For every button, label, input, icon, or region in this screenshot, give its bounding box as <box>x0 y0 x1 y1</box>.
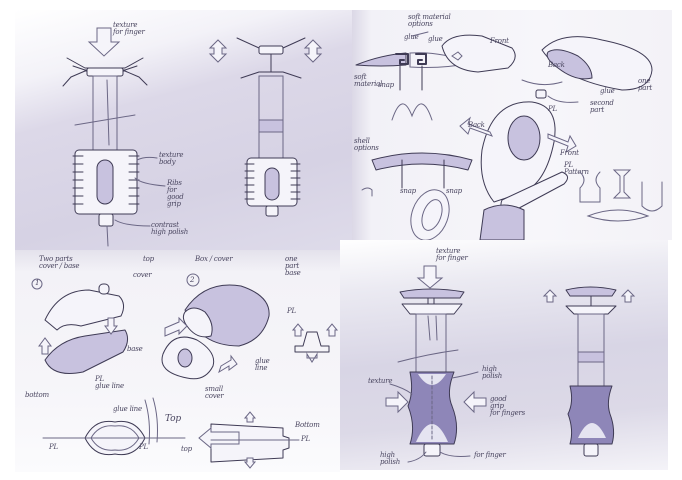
annotation-front-ring: Front <box>560 149 579 157</box>
sketch-panel-material-details: soft material options glue glue soft mat… <box>352 10 672 240</box>
annotation-snap-left: snap <box>400 187 416 195</box>
annotation-pl-base: PL <box>287 307 296 315</box>
annotation-shell-options: shell options <box>354 137 379 152</box>
annotation-second-part: second part <box>590 99 614 114</box>
housing-split-sketches <box>31 273 339 469</box>
hourglass-plunger-sketch <box>385 265 636 463</box>
ribbed-plunger-sketch <box>62 27 323 247</box>
annotation-bottom-section: Bottom <box>295 421 320 429</box>
annotation-cover: cover <box>133 271 152 279</box>
annotation-top-large: Top <box>165 414 181 424</box>
annotation-pl-right: PL <box>139 443 148 451</box>
annotation-top: top <box>143 255 154 263</box>
annotation-texture: texture <box>368 377 393 385</box>
annotation-pl-glue-line: PL glue line <box>95 375 124 390</box>
annotation-ribs-for-grip: Ribs for good grip <box>167 179 184 208</box>
annotation-box-cover: Box / cover <box>195 255 233 263</box>
annotation-texture-for-finger: texture for finger <box>436 247 468 262</box>
annotation-back: Back <box>548 61 565 69</box>
annotation-high-polish-bottom: high polish <box>380 451 401 466</box>
annotation-pl-section: PL <box>301 435 310 443</box>
annotation-texture-body: texture body <box>159 151 184 166</box>
annotation-soft-material: soft material <box>354 73 383 88</box>
annotation-two-parts-cover-base: Two parts cover / base <box>39 255 80 270</box>
annotation-top-small: top <box>181 445 192 453</box>
annotation-option-1: 1 <box>35 279 40 287</box>
material-detail-sketches <box>355 31 663 240</box>
annotation-back-ring: Back <box>468 121 485 129</box>
annotation-pl-pattern: PL Pattern <box>564 161 589 176</box>
sketch-panel-ribbed-plunger: texture for finger texture body Ribs for… <box>15 10 352 250</box>
annotation-snap: snap <box>378 81 394 89</box>
annotation-bottom: bottom <box>25 391 49 399</box>
annotation-one-part: one part <box>638 77 653 92</box>
annotation-for-finger: for finger <box>474 451 506 459</box>
annotation-front: Front <box>490 37 509 45</box>
annotation-contrast-high-polish: contrast high polish <box>151 221 189 236</box>
annotation-glue-left: glue <box>404 33 419 41</box>
annotation-small-cover: small cover <box>205 385 224 400</box>
annotation-base: base <box>127 345 143 353</box>
annotation-high-polish-top: high polish <box>482 365 503 380</box>
annotation-texture-for-finger: texture for finger <box>113 21 145 36</box>
annotation-option-2: 2 <box>190 276 195 284</box>
annotation-one-part-base: one part base <box>285 255 301 277</box>
annotation-pl-left: PL <box>49 443 58 451</box>
annotation-glue-line-base: glue line <box>255 357 270 372</box>
annotation-glue-shell: glue <box>600 87 615 95</box>
annotation-glue-line-detail: glue line <box>113 405 142 413</box>
annotation-snap-right: snap <box>446 187 462 195</box>
annotation-good-grip-for-fingers: good grip for fingers <box>490 395 526 417</box>
sketch-panel-housing-split: Two parts cover / base 1 top cover base … <box>15 250 340 472</box>
annotation-glue-right: glue <box>428 35 443 43</box>
annotation-soft-material-options: soft material options <box>408 13 451 28</box>
sketch-panel-hourglass-plunger: texture for finger high polish texture g… <box>340 240 668 470</box>
annotation-pl-ring: PL <box>548 105 557 113</box>
